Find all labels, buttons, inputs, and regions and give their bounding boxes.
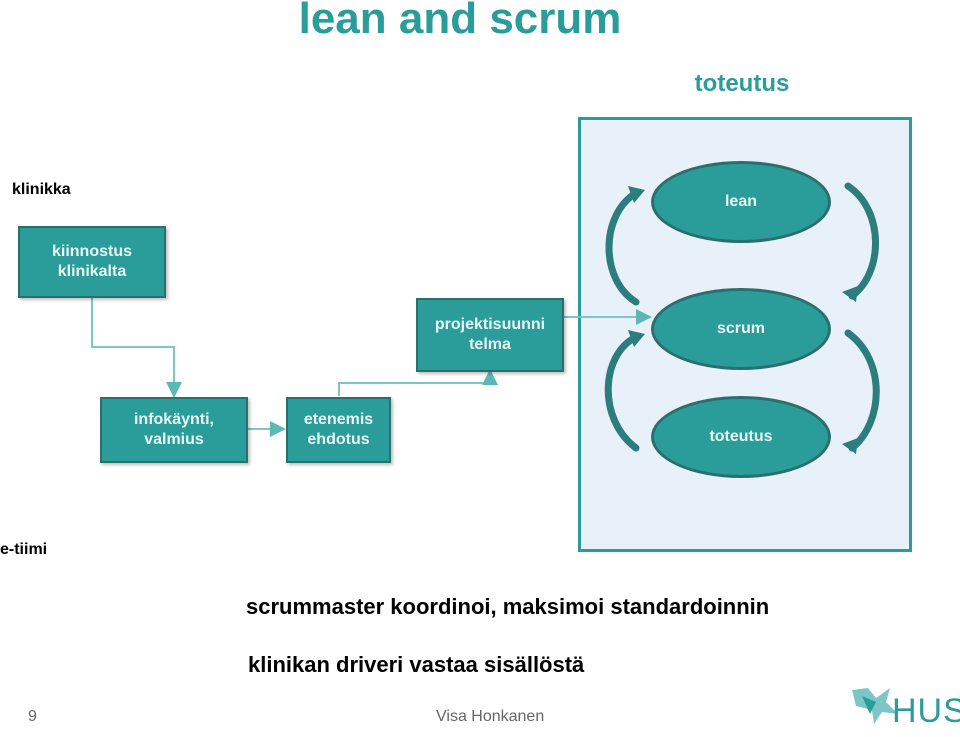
hus-logo: HUS: [846, 684, 960, 732]
cycle-arrowhead-right-lower: [842, 438, 858, 454]
slide-title: lean and scrum: [298, 0, 622, 43]
oval-scrum: scrum: [651, 288, 831, 370]
box-etenemis: etenemis ehdotus: [286, 397, 391, 463]
box-kiinnostus: kiinnostus klinikalta: [18, 226, 166, 298]
cycle-arrow-left-upper: [605, 189, 640, 306]
box-infokaynti: infokäynti, valmius: [100, 397, 248, 463]
cycle-arrow-left-lower: [604, 333, 640, 452]
cycle-arrow-right-lower: [844, 329, 880, 452]
statement-driveri: klinikan driveri vastaa sisällöstä: [248, 652, 585, 677]
hus-logo-text: HUS: [892, 692, 960, 730]
cycle-arrowhead-left-upper: [628, 186, 645, 203]
cycle-arrowhead-right-upper: [842, 286, 858, 302]
klinikka-label: klinikka: [12, 181, 71, 198]
oval-toteutus: toteutus: [651, 396, 831, 478]
statement-scrummaster: scrummaster koordinoi, maksimoi standard…: [246, 594, 770, 619]
cycle-arrowhead-left-lower: [628, 330, 645, 347]
page-number: 9: [28, 708, 37, 725]
hus-logo-mark: [852, 688, 898, 724]
connector-kiinnostus-infokaynti: [91, 298, 182, 398]
box-projektisuunnitelma: projektisuunni telma: [416, 298, 564, 372]
oval-lean: lean: [651, 161, 831, 243]
toteutus-heading: toteutus: [694, 70, 790, 97]
connector-etenemis-projekti: [338, 369, 498, 396]
author-name: Visa Honkanen: [436, 708, 545, 725]
cycle-arrow-right-upper: [844, 182, 879, 300]
e-tiimi-label: e-tiimi: [0, 541, 48, 558]
